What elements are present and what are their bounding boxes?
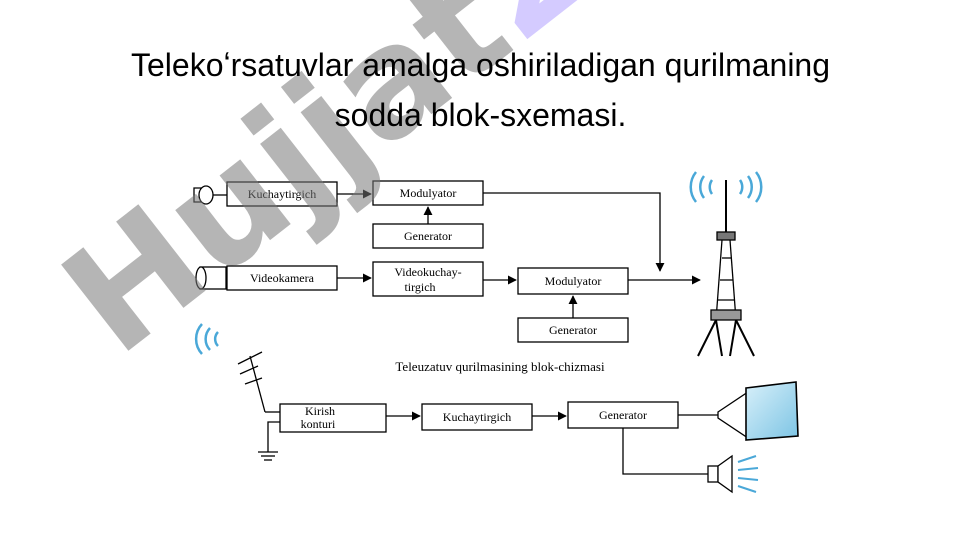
modulator-top-label: Modulyator: [400, 186, 457, 200]
input-circuit-label-2: konturi: [301, 417, 336, 431]
picture-tube-icon: [678, 381, 799, 441]
generator-top-block: [372, 223, 484, 249]
video-camera-icon: [195, 266, 227, 290]
loudspeaker-icon: [622, 428, 759, 494]
slide-title: Telekoʻrsatuvlar amalga oshiriladigan qu…: [0, 40, 961, 140]
generator-mid-label: Generator: [549, 323, 597, 337]
diagram-caption: Teleuzatuv qurilmasining blok-chizmasi: [395, 359, 605, 374]
camera-block: [226, 265, 338, 291]
video-amplifier-label-1: Videokuchay-: [394, 265, 461, 279]
amplifier-label: Kuchaytirgich: [248, 187, 316, 201]
amplifier-block: [226, 181, 338, 207]
video-amplifier-label-2: tirgich: [404, 280, 435, 294]
receiver-generator-block: [567, 401, 679, 429]
receiver-amplifier-block: [421, 403, 533, 431]
ground-icon: [258, 421, 280, 461]
input-circuit-label-1: Kirish: [305, 404, 335, 418]
microphone-icon: [193, 185, 227, 205]
modulator-mid-label: Modulyator: [545, 274, 602, 288]
camera-label: Videokamera: [250, 271, 315, 285]
generator-top-label: Generator: [404, 229, 452, 243]
receive-waves-icon: [194, 323, 219, 355]
broadcast-waves-icon: [689, 171, 763, 203]
receiver-generator-label: Generator: [599, 408, 647, 422]
receiver-amplifier-label: Kuchaytirgich: [443, 410, 511, 424]
tv-tower-icon: [697, 180, 755, 357]
generator-mid-block: [517, 317, 629, 343]
video-amplifier-block: [372, 261, 484, 297]
title-line-1: Telekoʻrsatuvlar amalga oshiriladigan qu…: [130, 47, 831, 83]
title-line-2: sodda blok-sxemasi.: [334, 97, 627, 133]
receiver-antenna-icon: [237, 351, 280, 413]
modulator-mid-block: [517, 267, 629, 295]
input-circuit-block: [279, 403, 387, 433]
